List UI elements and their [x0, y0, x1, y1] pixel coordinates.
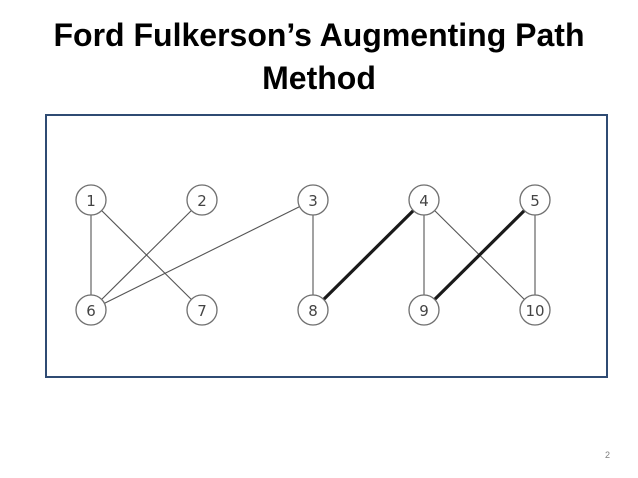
slide-title: Ford Fulkerson’s Augmenting Path Method — [0, 14, 638, 100]
node-label: 6 — [86, 302, 96, 320]
node-6: 6 — [75, 294, 107, 326]
node-circle — [297, 294, 329, 326]
slide-title-line-1: Ford Fulkerson’s Augmenting Path — [53, 17, 585, 53]
edge-4-8 — [311, 198, 426, 312]
node-label: 9 — [419, 302, 429, 320]
node-3: 3 — [297, 184, 329, 216]
node-label: 1 — [86, 192, 96, 210]
edge-layer — [90, 198, 537, 312]
node-circle — [408, 184, 440, 216]
node-circle — [408, 294, 440, 326]
node-label: 8 — [308, 302, 318, 320]
node-layer: 1 2 3 4 5 6 7 8 9 10 — [75, 184, 551, 326]
node-label: 4 — [419, 192, 429, 210]
edge-2-6 — [90, 199, 203, 311]
node-5: 5 — [519, 184, 551, 216]
node-circle — [519, 184, 551, 216]
node-7: 7 — [186, 294, 218, 326]
node-label: 2 — [197, 192, 207, 210]
page-number: 2 — [604, 450, 610, 460]
node-label: 3 — [308, 192, 318, 210]
node-label: 7 — [197, 302, 207, 320]
node-1: 1 — [75, 184, 107, 216]
node-circle — [186, 184, 218, 216]
node-label: 5 — [530, 192, 540, 210]
slide-title-line-2: Method — [262, 60, 376, 96]
edge-5-9 — [422, 198, 537, 312]
node-circle — [186, 294, 218, 326]
node-9: 9 — [408, 294, 440, 326]
graph-frame: 1 2 3 4 5 6 7 8 9 10 — [45, 114, 608, 378]
edge-3-6 — [90, 199, 314, 311]
node-2: 2 — [186, 184, 218, 216]
node-circle — [297, 184, 329, 216]
node-4: 4 — [408, 184, 440, 216]
node-circle — [519, 294, 551, 326]
node-circle — [75, 184, 107, 216]
node-8: 8 — [297, 294, 329, 326]
node-label: 10 — [525, 302, 544, 320]
node-10: 10 — [519, 294, 551, 326]
bipartite-graph: 1 2 3 4 5 6 7 8 9 10 — [75, 184, 551, 326]
node-circle — [75, 294, 107, 326]
